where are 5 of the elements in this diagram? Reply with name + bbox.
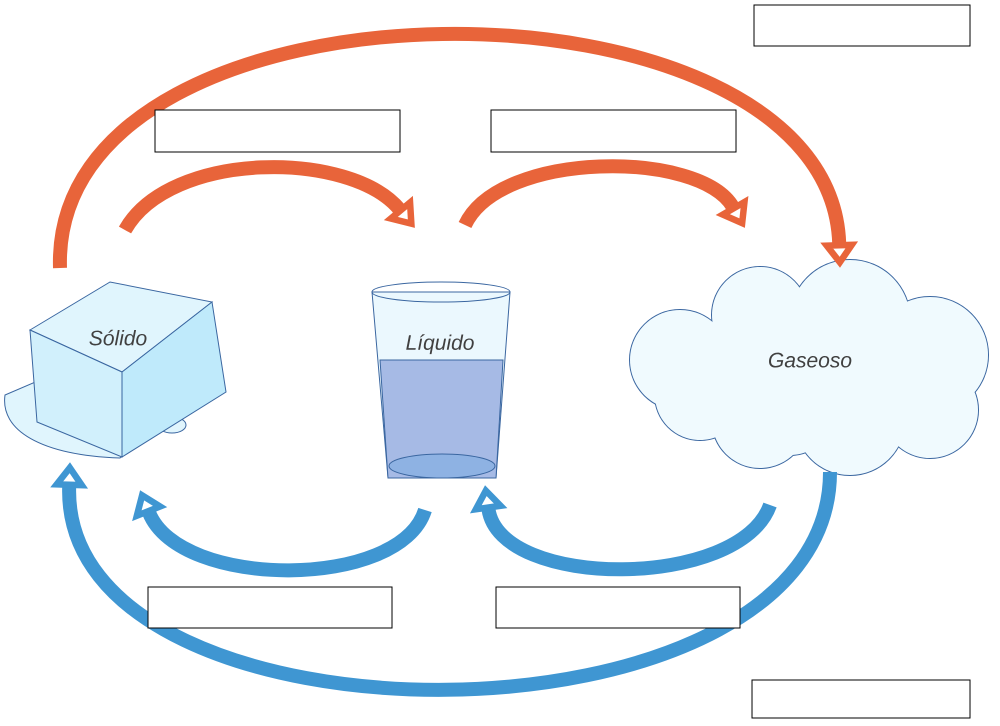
state-label: Gaseoso <box>769 352 852 368</box>
arrow <box>459 160 748 229</box>
state-label: Sólido <box>89 330 146 346</box>
state-label: Líquido <box>406 334 474 354</box>
arrow <box>53 27 858 270</box>
